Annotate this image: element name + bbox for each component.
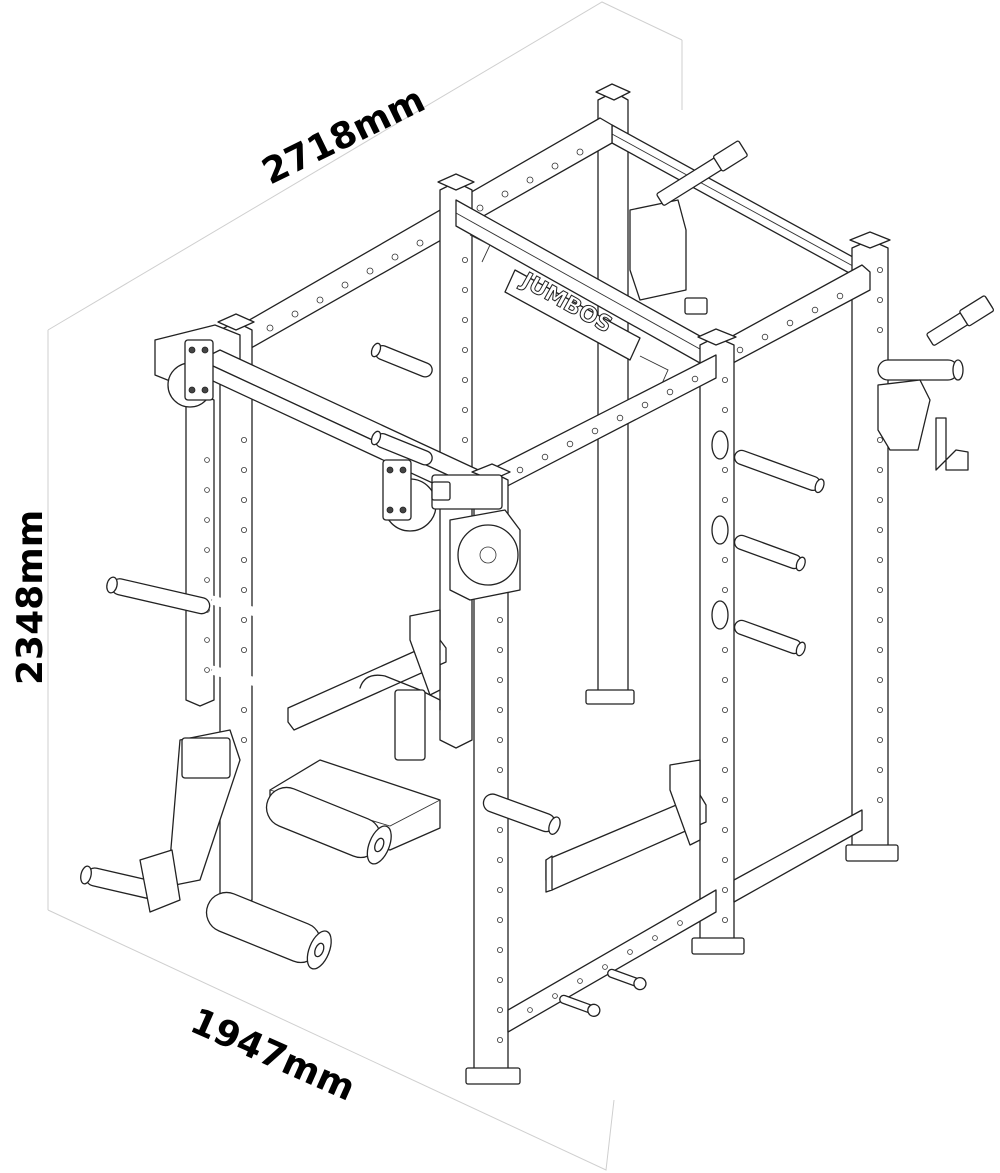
bottom-storage-pegs (559, 968, 647, 1017)
rear-pegs (370, 342, 433, 466)
lower-loading-lever (80, 729, 241, 913)
bottom-rail-front (507, 889, 717, 1033)
upright-right-rear (845, 231, 899, 862)
bottom-rail-right (733, 809, 863, 903)
safety-arm-left (287, 609, 447, 731)
depth-dimension-label: 1947mm (184, 1001, 361, 1110)
leg-roller-upper (265, 786, 392, 865)
rear-upright-back (585, 83, 635, 705)
lever-plate-front (431, 474, 521, 601)
bounding-box-guides (47, 1, 683, 1171)
dip-handle-left (210, 595, 309, 694)
left-storage-bar (106, 576, 211, 615)
upright-right-rear-holes (877, 266, 884, 804)
upright-left-front-holes (496, 617, 503, 1044)
upright-right-front (691, 328, 745, 955)
leg-roller-lower (205, 891, 332, 970)
front-right-loading-arm (877, 295, 995, 471)
plate-storage-horns (711, 430, 825, 657)
upright-left-front (465, 463, 521, 1085)
safety-arm-right (545, 759, 707, 893)
width-dimension-label: 2718mm (256, 79, 431, 193)
crossmember-left-holes (266, 148, 584, 332)
top-crossmember-right (715, 264, 871, 373)
height-dimension-label: 2348mm (10, 510, 51, 685)
front-peg (482, 793, 561, 835)
rear-right-loading-arm (629, 140, 748, 315)
